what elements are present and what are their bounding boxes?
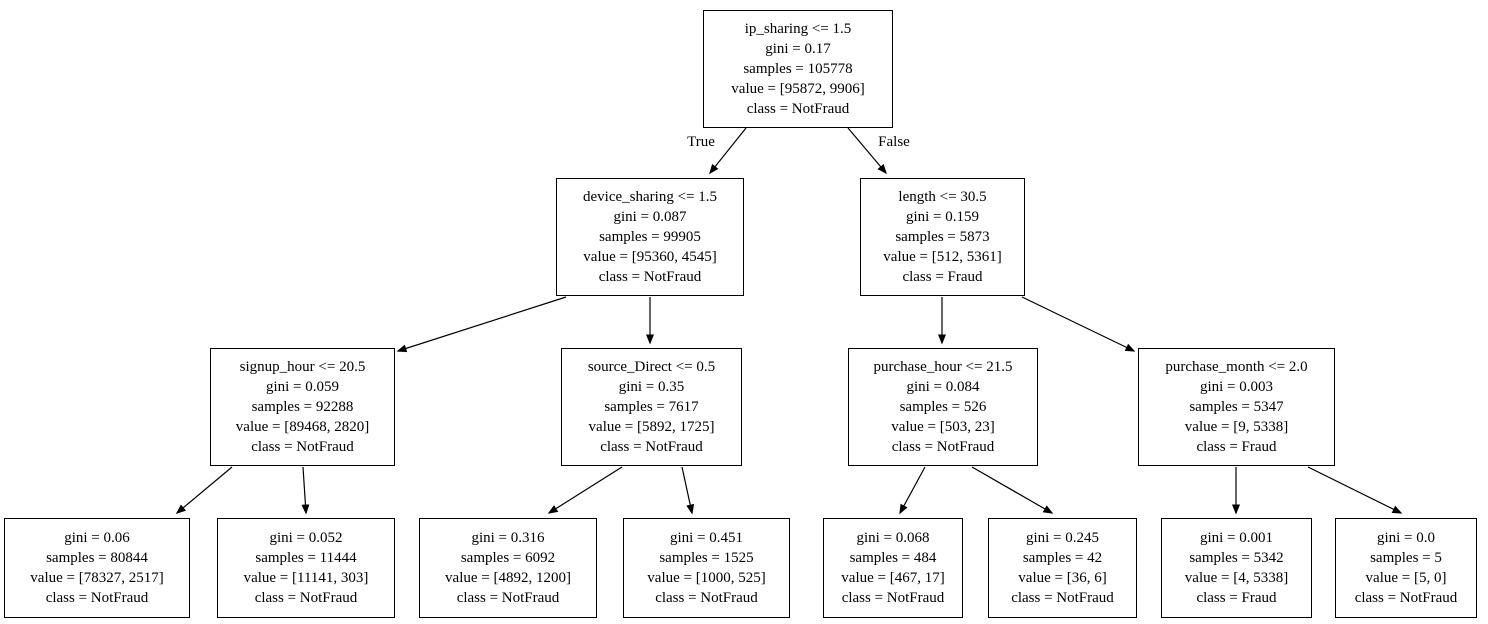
node-condition: purchase_month <= 2.0 (1165, 359, 1308, 375)
node-gini: gini = 0.003 (1199, 379, 1274, 395)
edge-root-false (847, 127, 887, 175)
node-class: class = NotFraud (600, 439, 703, 455)
node-class: class = NotFraud (456, 590, 560, 606)
node-gini: gini = 0.159 (905, 209, 980, 225)
node-gini: gini = 0.001 (1199, 530, 1274, 546)
node-samples: samples = 42 (1022, 550, 1103, 566)
node-value: value = [95360, 4545] (583, 249, 717, 265)
node-class: class = NotFraud (1354, 590, 1458, 606)
node-value: value = [4, 5338] (1184, 570, 1289, 586)
node-value: value = [4892, 1200] (445, 570, 571, 586)
tree-node-purchase-month: purchase_month <= 2.0 gini = 0.003 sampl… (1138, 348, 1335, 466)
node-gini: gini = 0.451 (669, 530, 744, 546)
node-value: value = [467, 17] (841, 570, 945, 586)
node-samples: samples = 526 (899, 399, 987, 415)
edge-purchase-hour-right (971, 466, 1054, 514)
node-class: class = NotFraud (254, 590, 358, 606)
node-gini: gini = 0.087 (613, 209, 687, 225)
node-samples: samples = 80844 (46, 550, 148, 566)
node-samples: samples = 11444 (255, 550, 357, 566)
node-class: class = Fraud (1196, 439, 1277, 455)
node-samples: samples = 5873 (895, 229, 990, 245)
edge-purchase-hour-left (899, 466, 926, 515)
tree-node-leaf-1: gini = 0.06 samples = 80844 value = [783… (4, 518, 190, 618)
node-samples: samples = 1525 (659, 550, 754, 566)
tree-node-leaf-4: gini = 0.451 samples = 1525 value = [100… (623, 518, 790, 618)
tree-node-length: length <= 30.5 gini = 0.159 samples = 58… (860, 178, 1025, 296)
tree-node-device-sharing: device_sharing <= 1.5 gini = 0.087 sampl… (556, 178, 744, 296)
node-value: value = [78327, 2517] (30, 570, 164, 586)
edge-root-true (709, 127, 747, 175)
node-samples: samples = 105778 (743, 61, 853, 77)
node-gini: gini = 0.17 (765, 41, 831, 57)
tree-node-source-direct: source_Direct <= 0.5 gini = 0.35 samples… (561, 348, 742, 466)
node-gini: gini = 0.245 (1025, 530, 1100, 546)
node-gini: gini = 0.316 (471, 530, 545, 546)
edge-label-false: False (878, 134, 910, 150)
node-samples: samples = 99905 (599, 229, 701, 245)
node-condition: source_Direct <= 0.5 (587, 359, 716, 375)
node-gini: gini = 0.059 (265, 379, 340, 395)
node-class: class = NotFraud (598, 269, 702, 285)
node-gini: gini = 0.084 (906, 379, 980, 395)
node-class: class = NotFraud (1011, 590, 1114, 606)
node-samples: samples = 484 (849, 550, 937, 566)
node-class: class = NotFraud (655, 590, 758, 606)
node-samples: samples = 92288 (251, 399, 354, 415)
edge-device-sharing-left (396, 296, 567, 353)
node-value: value = [512, 5361] (883, 249, 1002, 265)
node-class: class = NotFraud (841, 590, 945, 606)
node-class: class = Fraud (902, 269, 983, 285)
edge-signup-hour-right (301, 466, 310, 515)
tree-node-leaf-5: gini = 0.068 samples = 484 value = [467,… (823, 518, 963, 618)
node-value: value = [36, 6] (1018, 570, 1107, 586)
node-samples: samples = 5342 (1189, 550, 1284, 566)
node-condition: purchase_hour <= 21.5 (873, 359, 1013, 375)
edge-label-true: True (687, 134, 715, 150)
tree-node-leaf-3: gini = 0.316 samples = 6092 value = [489… (419, 518, 597, 618)
edge-source-direct-right (681, 466, 695, 515)
tree-node-leaf-7: gini = 0.001 samples = 5342 value = [4, … (1161, 518, 1312, 618)
node-gini: gini = 0.052 (269, 530, 343, 546)
node-value: value = [1000, 525] (647, 570, 766, 586)
node-value: value = [503, 23] (891, 419, 995, 435)
tree-node-signup-hour: signup_hour <= 20.5 gini = 0.059 samples… (210, 348, 395, 466)
tree-node-leaf-8: gini = 0.0 samples = 5 value = [5, 0] cl… (1335, 518, 1477, 618)
node-value: value = [9, 5338] (1184, 419, 1289, 435)
node-gini: gini = 0.068 (856, 530, 930, 546)
node-gini: gini = 0.0 (1376, 530, 1436, 546)
node-value: value = [11141, 303] (243, 570, 369, 586)
edge-purchase-month-right (1307, 466, 1403, 514)
edge-source-direct-left (547, 466, 623, 514)
node-value: value = [5, 0] (1365, 570, 1447, 586)
node-condition: signup_hour <= 20.5 (239, 359, 366, 375)
tree-node-root: ip_sharing <= 1.5 gini = 0.17 samples = … (703, 10, 893, 128)
node-class: class = NotFraud (251, 439, 354, 455)
node-samples: samples = 6092 (460, 550, 556, 566)
node-samples: samples = 7617 (604, 399, 699, 415)
node-class: class = Fraud (1196, 590, 1277, 606)
node-condition: length <= 30.5 (898, 189, 987, 205)
tree-node-purchase-hour: purchase_hour <= 21.5 gini = 0.084 sampl… (848, 348, 1038, 466)
node-class: class = NotFraud (45, 590, 149, 606)
tree-node-leaf-2: gini = 0.052 samples = 11444 value = [11… (217, 518, 395, 618)
node-gini: gini = 0.06 (64, 530, 130, 546)
edge-signup-hour-left (175, 466, 233, 514)
node-class: class = NotFraud (746, 101, 850, 117)
node-gini: gini = 0.35 (618, 379, 685, 395)
node-value: value = [89468, 2820] (235, 419, 370, 435)
node-value: value = [95872, 9906] (731, 81, 865, 97)
node-condition: device_sharing <= 1.5 (583, 189, 717, 205)
node-samples: samples = 5347 (1189, 399, 1284, 415)
node-class: class = NotFraud (891, 439, 995, 455)
edge-length-right (1021, 296, 1136, 352)
node-samples: samples = 5 (1370, 550, 1442, 566)
node-value: value = [5892, 1725] (588, 419, 715, 435)
tree-node-leaf-6: gini = 0.245 samples = 42 value = [36, 6… (988, 518, 1137, 618)
node-condition: ip_sharing <= 1.5 (744, 21, 852, 37)
